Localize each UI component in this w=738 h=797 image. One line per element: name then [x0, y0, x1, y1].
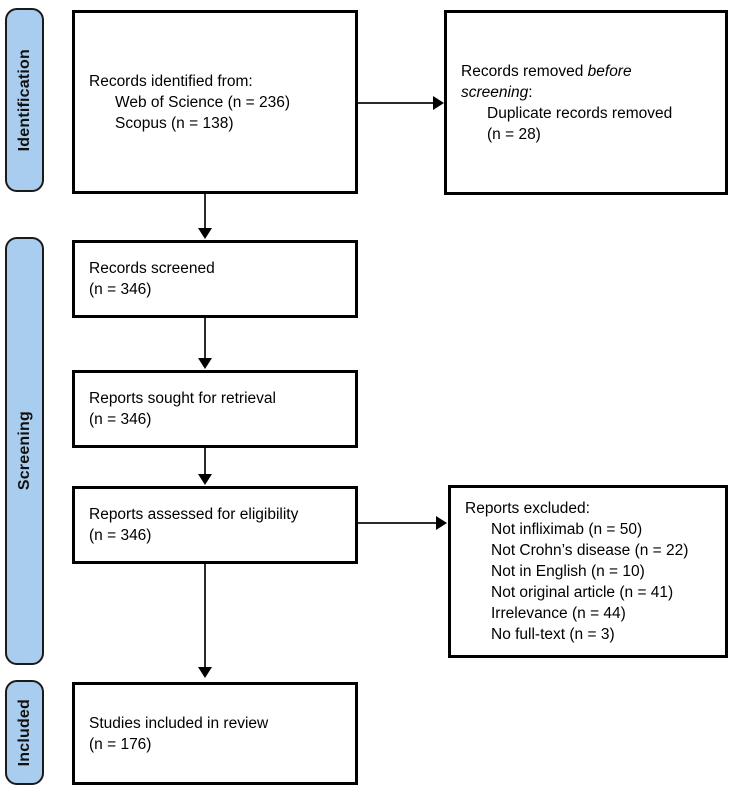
box-reports-excluded: Reports excluded: Not infliximab (n = 50…	[448, 485, 728, 658]
connector-screened-to-sought	[204, 318, 206, 358]
phase-label-identification-text: Identification	[15, 48, 33, 152]
phase-label-included: Included	[5, 680, 44, 785]
arrowhead-identified-to-removed	[433, 96, 444, 110]
records-removed-line-1-italic: before	[587, 62, 632, 80]
records-screened-label: Records screened	[89, 260, 215, 277]
box-studies-included: Studies included in review (n = 176)	[72, 682, 358, 785]
reports-assessed-count: (n = 346)	[89, 527, 152, 544]
box-reports-assessed: Reports assessed for eligibility (n = 34…	[72, 486, 358, 564]
connector-identified-to-removed	[358, 102, 435, 104]
reports-excluded-not-original: Not original article (n = 41)	[491, 584, 674, 601]
phase-label-screening: Screening	[5, 237, 44, 665]
reports-excluded-label: Reports excluded:	[465, 500, 590, 517]
arrowhead-assessed-to-included	[198, 667, 212, 678]
box-records-removed: Records removed before screening: Duplic…	[444, 10, 728, 195]
records-identified-scopus: Scopus (n = 138)	[115, 114, 234, 132]
box-records-screened: Records screened (n = 346)	[72, 240, 358, 318]
arrowhead-identified-to-screened	[198, 228, 212, 239]
reports-sought-label: Reports sought for retrieval	[89, 390, 276, 407]
connector-sought-to-assessed	[204, 448, 206, 475]
studies-included-label: Studies included in review	[89, 714, 269, 732]
arrowhead-sought-to-assessed	[198, 474, 212, 485]
box-records-identified: Records identified from: Web of Science …	[72, 10, 358, 194]
phase-label-identification: Identification	[5, 8, 44, 192]
reports-excluded-not-english: Not in English (n = 10)	[491, 563, 645, 580]
records-identified-line-1: Records identified from:	[89, 72, 253, 90]
records-removed-duplicates-count: (n = 28)	[487, 125, 541, 143]
reports-excluded-irrelevance: Irrelevance (n = 44)	[491, 605, 626, 622]
records-identified-web-of-science: Web of Science (n = 236)	[115, 93, 291, 111]
box-reports-sought: Reports sought for retrieval (n = 346)	[72, 370, 358, 448]
studies-included-count: (n = 176)	[89, 735, 152, 753]
records-removed-line-2-colon: :	[528, 83, 533, 101]
phase-label-included-text: Included	[15, 698, 33, 767]
arrowhead-screened-to-sought	[198, 358, 212, 369]
reports-sought-count: (n = 346)	[89, 411, 152, 428]
phase-label-screening-text: Screening	[15, 411, 33, 491]
records-removed-line-2-italic: screening	[461, 83, 529, 101]
reports-excluded-not-infliximab: Not infliximab (n = 50)	[491, 521, 643, 538]
records-removed-line-1-text: Records removed	[461, 62, 588, 80]
connector-assessed-to-included	[204, 564, 206, 668]
reports-assessed-label: Reports assessed for eligibility	[89, 506, 299, 523]
records-removed-line-2: screening:	[461, 82, 711, 103]
arrowhead-assessed-to-excluded	[436, 516, 447, 530]
connector-assessed-to-excluded	[358, 522, 437, 524]
records-removed-line-1: Records removed before	[461, 61, 711, 82]
reports-excluded-not-crohns: Not Crohn’s disease (n = 22)	[491, 542, 689, 559]
connector-identified-to-screened	[204, 194, 206, 229]
records-screened-count: (n = 346)	[89, 281, 152, 298]
reports-excluded-no-fulltext: No full-text (n = 3)	[491, 626, 615, 643]
records-removed-duplicates: Duplicate records removed	[487, 104, 673, 122]
